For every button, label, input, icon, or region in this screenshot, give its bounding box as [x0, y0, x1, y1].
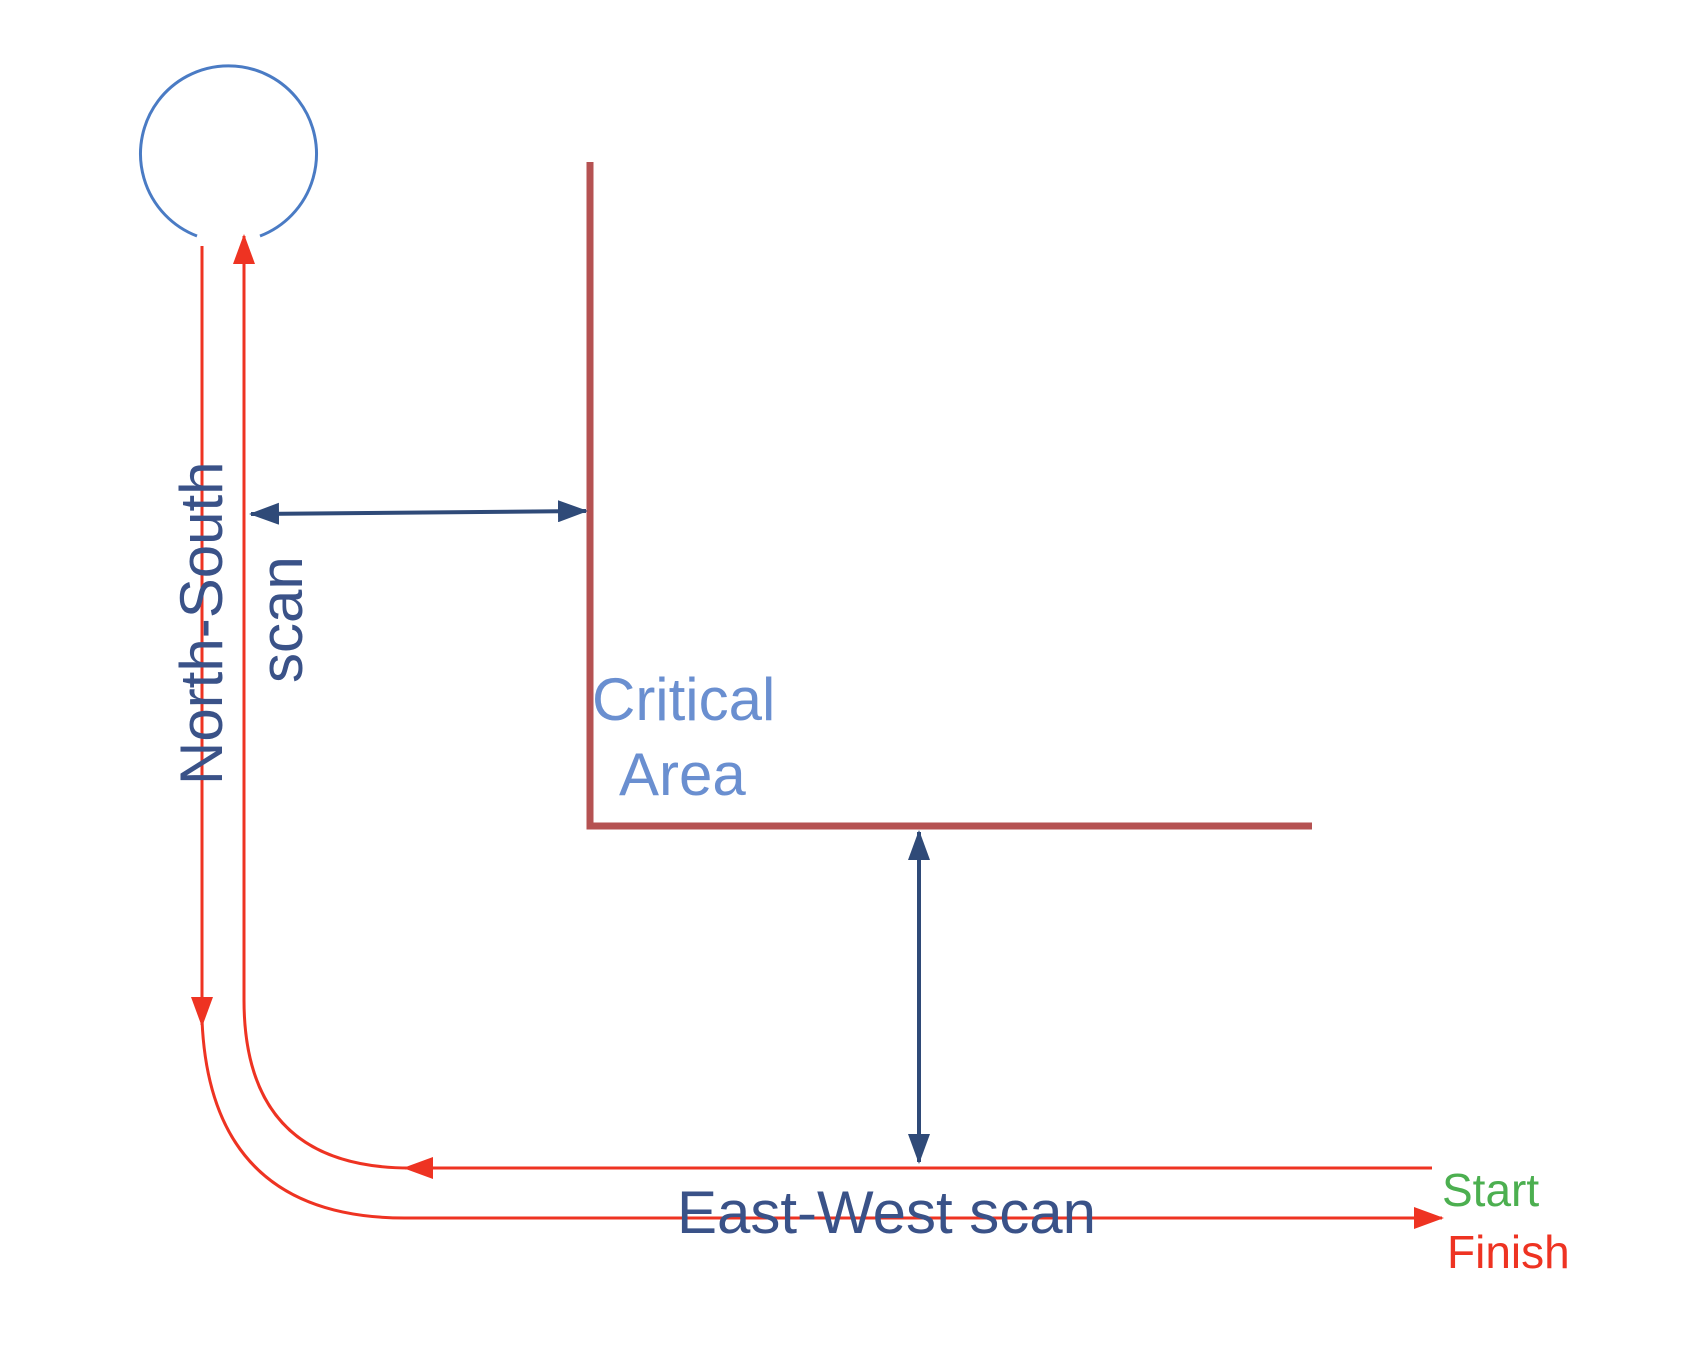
critical-area-label-line1: Critical: [592, 666, 775, 733]
east-west-scan-label: East-West scan: [677, 1179, 1096, 1246]
north-south-label: North-South: [168, 462, 235, 786]
turnaround-loop: [139, 64, 318, 238]
finish-label: Finish: [1447, 1226, 1570, 1278]
path-inner-curve: [233, 234, 411, 1170]
offset-arrow-horizontal: [249, 500, 588, 525]
north-south-scan-label: scan: [248, 556, 315, 683]
critical-area-boundary: [586, 162, 1312, 830]
start-label: Start: [1442, 1164, 1539, 1216]
path-outer-curve: [200, 1019, 1444, 1229]
critical-area-label-line2: Area: [619, 741, 746, 808]
